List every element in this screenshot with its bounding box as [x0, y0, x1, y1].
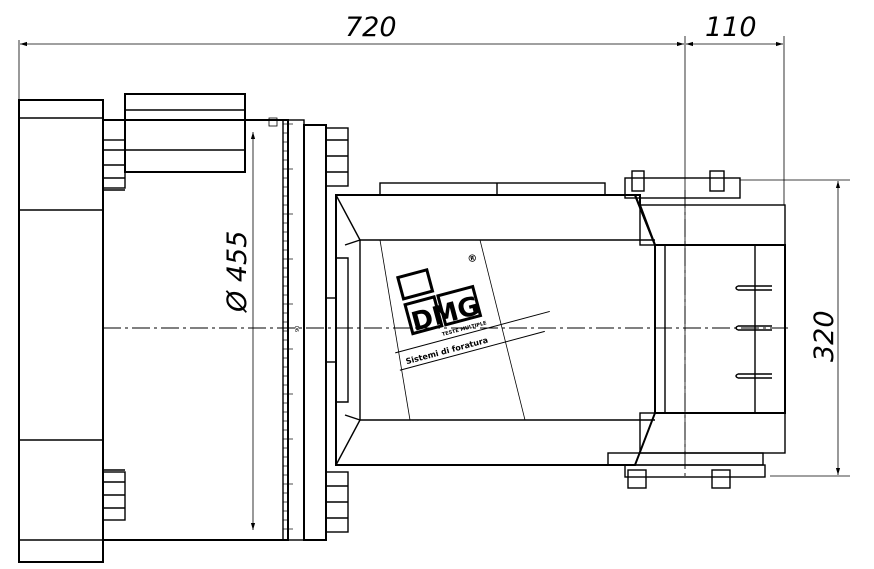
flange-bolt-top: [102, 139, 126, 189]
dimension-110-label: 110: [705, 12, 757, 43]
dimension-720: 720: [18, 12, 686, 455]
mid-flange: [303, 124, 337, 541]
head-body: [335, 182, 656, 466]
top-block: [124, 93, 246, 173]
logo-tagline: Sistemi di foratura: [405, 336, 489, 367]
graduated-ring: 90: [268, 117, 305, 541]
logo-registered: ®: [466, 253, 479, 266]
scale-label: 90: [295, 326, 301, 332]
dmg-logo: DMG ® TESTE MULTIPLE Sistemi di foratura: [395, 253, 550, 371]
dimension-455: Ø 455: [222, 132, 256, 530]
dimension-110: 110: [686, 12, 785, 205]
housing-body: [102, 119, 289, 541]
dimension-320-label: 320: [809, 310, 840, 362]
dimension-720-label: 720: [345, 12, 397, 43]
spindle-housing: [607, 170, 786, 489]
mid-bolt-bottom: [325, 471, 349, 533]
mid-bolt-top: [325, 127, 349, 187]
mounting-flange: [18, 99, 104, 563]
flange-bolt-bottom: [102, 471, 126, 521]
dimension-320: 320: [740, 179, 850, 477]
dimension-455-label: Ø 455: [222, 231, 253, 313]
